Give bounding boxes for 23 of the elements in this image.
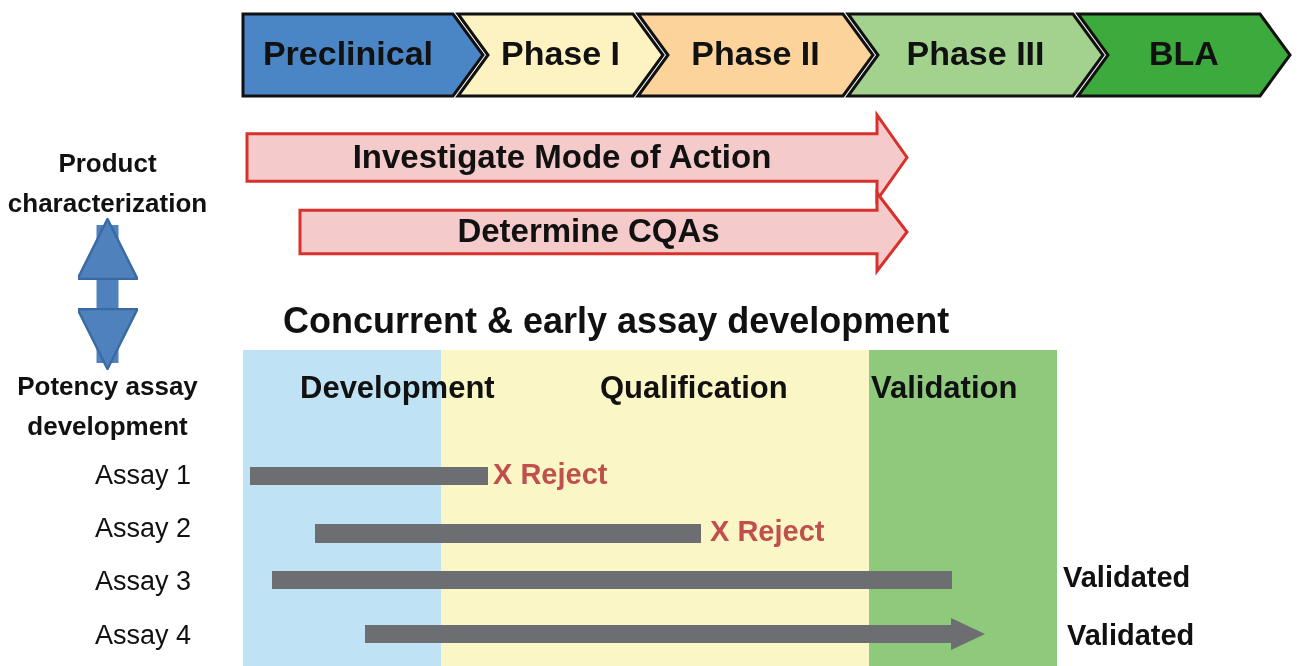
status-label: Validated (1067, 619, 1195, 652)
phase-label: BLA (1148, 34, 1220, 73)
status-label: X Reject (710, 515, 825, 548)
status-label: Validated (1063, 561, 1191, 594)
phase-label: Phase III (905, 34, 1046, 73)
double-arrow (76, 217, 139, 371)
section-heading: Concurrent & early assay development (283, 300, 950, 342)
side-label: Potency assay development (16, 370, 199, 443)
phase-label: Phase I (499, 34, 622, 73)
arrow-label: Investigate Mode of Action (351, 137, 773, 176)
assay-label: Assay 3 (95, 566, 192, 597)
status-label: X Reject (493, 458, 608, 491)
assay-label: Assay 2 (95, 513, 192, 544)
band-heading: Development (300, 370, 495, 406)
arrow-label: Determine CQAs (456, 212, 721, 250)
side-label: Product characterization (6, 147, 209, 220)
phase-band (869, 350, 1057, 666)
phase-label: Preclinical (261, 34, 435, 73)
band-heading: Validation (871, 370, 1018, 406)
phase-label: Phase II (690, 34, 821, 73)
assay-label: Assay 1 (95, 460, 192, 491)
band-heading: Qualification (600, 370, 788, 406)
assay-label: Assay 4 (95, 620, 192, 651)
